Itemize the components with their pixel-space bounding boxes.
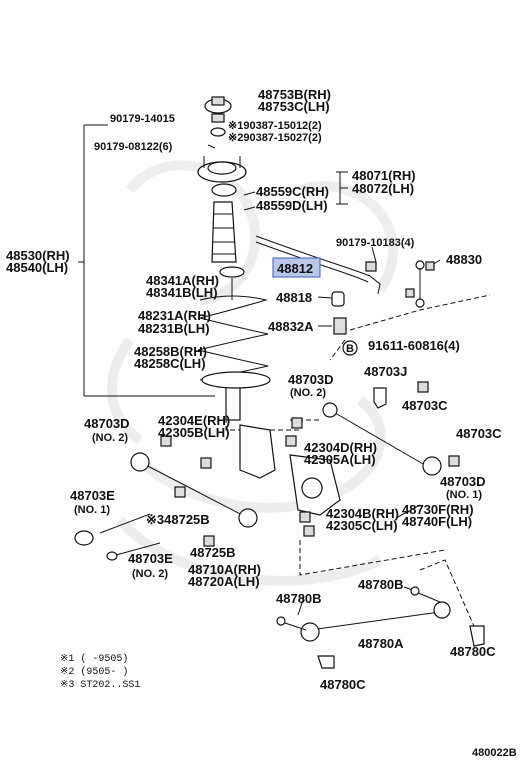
- diagram-code: 480022B: [472, 747, 517, 759]
- part-labels: 48753B(RH) 48753C(LH) 90179-14015 ※19038…: [6, 87, 502, 692]
- label-48703j: 48703J: [364, 364, 407, 379]
- coil-spring: [197, 278, 269, 381]
- support-mount: [197, 156, 247, 183]
- label-48780b-a: 48780B: [358, 577, 404, 592]
- label-48812[interactable]: 48812: [277, 261, 313, 276]
- upper-mount-nut: [204, 96, 232, 114]
- label-48703d-right-no: (NO. 1): [446, 489, 482, 501]
- label-48753b: 48753B(RH): [258, 87, 331, 102]
- label-48559d: 48559D(LH): [256, 198, 328, 213]
- lower-arm-no1: [322, 402, 442, 476]
- label-48780c-bottom: 48780C: [320, 677, 366, 692]
- label-48703e-bot: 48703E: [128, 551, 173, 566]
- label-90179-14015: 90179-14015: [110, 113, 175, 125]
- label-48703e-bot-no: (NO. 2): [132, 568, 168, 580]
- bolts: [74, 381, 485, 669]
- label-48753c: 48753C(LH): [258, 99, 330, 114]
- insulator: [219, 266, 245, 278]
- washer: [210, 127, 226, 137]
- stabilizer-link: [405, 260, 435, 308]
- label-48703c-right: 48703C: [456, 426, 502, 441]
- label-48231a: 48231A(RH): [138, 308, 211, 323]
- footnote-3: ※3 ST202..SS1: [60, 680, 140, 691]
- label-48780c-right: 48780C: [450, 644, 496, 659]
- label-48832a: 48832A: [268, 319, 314, 334]
- lower-arm-no2: [130, 452, 258, 528]
- label-circle-b: B: [346, 343, 354, 355]
- label-48703d-top-no: (NO. 2): [290, 387, 326, 399]
- label-90387-15027: ※290387-15027(2): [228, 132, 322, 144]
- footnotes: ※1 ( -9505) ※2 (9505- ) ※3 ST202..SS1: [60, 653, 140, 691]
- stabilizer-bushing: [331, 291, 347, 335]
- label-48703e-top-no: (NO. 1): [74, 504, 110, 516]
- label-48780b-b: 48780B: [276, 591, 322, 606]
- label-48540: 48540(LH): [6, 260, 68, 275]
- label-48703d-top: 48703D: [288, 372, 334, 387]
- label-42304e: 42304E(RH): [158, 413, 230, 428]
- label-48258c: 48258C(LH): [134, 356, 206, 371]
- label-42305a: 42305A(LH): [304, 452, 376, 467]
- label-42305b: 42305B(LH): [158, 425, 230, 440]
- label-91611: 91611-60816(4): [368, 338, 460, 353]
- label-48258b: 48258B(RH): [134, 344, 207, 359]
- strut-rod: [300, 601, 451, 642]
- label-48720a: 48720A(LH): [188, 574, 260, 589]
- label-42304b: 42304B(RH): [326, 506, 399, 521]
- nut-90179-10183: [365, 261, 377, 272]
- highlight-48812: [272, 257, 321, 278]
- label-48071: 48071(RH): [352, 168, 416, 183]
- nut-90179-14015: [211, 113, 225, 123]
- label-48703d-right: 48703D: [440, 474, 486, 489]
- strut-body: [201, 371, 271, 421]
- label-48072: 48072(LH): [352, 181, 414, 196]
- label-48231b: 48231B(LH): [138, 321, 210, 336]
- label-48740f: 48740F(LH): [402, 514, 472, 529]
- label-48710a: 48710A(RH): [188, 562, 261, 577]
- label-48703d-left-no: (NO. 2): [92, 432, 128, 444]
- label-48818: 48818: [276, 290, 312, 305]
- stabilizer-bar: [255, 235, 381, 295]
- label-48780a: 48780A: [358, 636, 404, 651]
- dust-boot: [211, 201, 237, 263]
- label-48341a: 48341A(RH): [146, 273, 219, 288]
- label-48830: 48830: [446, 252, 482, 267]
- label-90387-15012: ※190387-15012(2): [228, 120, 322, 132]
- strut-bracket: [78, 124, 348, 397]
- label-48703d-left: 48703D: [84, 416, 130, 431]
- label-42304d: 42304D(RH): [304, 440, 377, 455]
- label-48725b-a: ※348725B: [146, 512, 210, 527]
- label-42305c: 42305C(LH): [326, 518, 398, 533]
- label-48559c: 48559C(RH): [256, 184, 329, 199]
- label-48703c-mid: 48703C: [402, 398, 448, 413]
- axle-carrier: [239, 424, 341, 516]
- label-48725b-b: 48725B: [190, 545, 236, 560]
- footnote-2: ※2 (9505- ): [60, 666, 128, 678]
- label-48530: 48530(RH): [6, 248, 70, 263]
- footnote-1: ※1 ( -9505): [60, 653, 128, 665]
- bound-stopper: [211, 183, 237, 197]
- label-48341b: 48341B(LH): [146, 285, 218, 300]
- label-90179-10183: 90179-10183(4): [336, 237, 415, 249]
- label-48703e-top: 48703E: [70, 488, 115, 503]
- label-90179-08122: 90179-08122(6): [94, 141, 173, 153]
- bolt-91611: [342, 340, 358, 356]
- label-48730f: 48730F(RH): [402, 502, 474, 517]
